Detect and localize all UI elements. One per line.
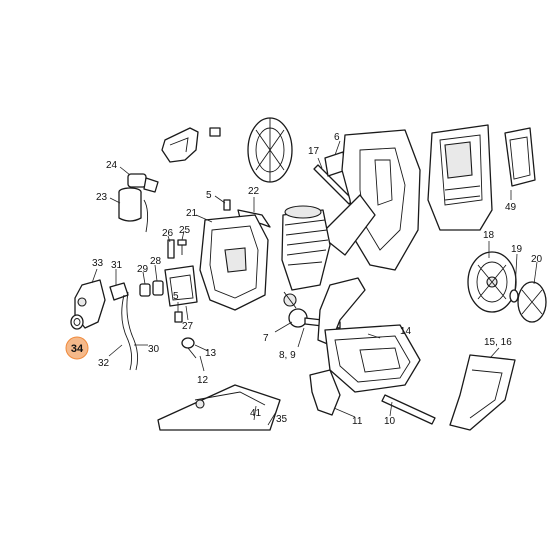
- callout-label[interactable]: 5: [173, 291, 179, 302]
- callout-label[interactable]: 19: [511, 244, 523, 255]
- highlight-circle: [65, 336, 89, 360]
- callout-label[interactable]: 7: [263, 333, 269, 344]
- callout-label[interactable]: 8, 9: [279, 350, 296, 361]
- part-plug-13: [181, 337, 197, 359]
- callout-label[interactable]: 23: [96, 192, 108, 203]
- part-screw-5-mid: [174, 311, 183, 323]
- highlight-label: 34: [71, 343, 84, 355]
- part-axle-10: [381, 394, 436, 425]
- part-housing-lower-41: [157, 384, 281, 431]
- part-motor-cover-21: [199, 214, 269, 311]
- callout-label[interactable]: 29: [137, 264, 149, 275]
- part-screw-top: [209, 127, 221, 137]
- callout-label[interactable]: 5: [206, 190, 212, 201]
- callout-label[interactable]: 6: [334, 132, 340, 143]
- callout-label[interactable]: 31: [111, 260, 123, 271]
- callout-label[interactable]: 22: [248, 186, 260, 197]
- part-handle-frame: [427, 124, 493, 231]
- callout-label[interactable]: 24: [106, 160, 118, 171]
- callout-label[interactable]: 13: [205, 348, 217, 359]
- part-leg-15-16: [449, 354, 516, 431]
- part-housing-frame-upper: [319, 129, 421, 271]
- leader-lines: [91, 140, 538, 426]
- part-tank-49: [504, 127, 536, 187]
- part-connector-31: [109, 282, 129, 301]
- callout-label[interactable]: 27: [182, 321, 194, 332]
- part-wheel-top: [247, 117, 293, 183]
- part-wheel-18: [467, 251, 517, 313]
- part-rod-17: [313, 164, 354, 205]
- part-motor: [281, 205, 331, 291]
- part-valve-33: [74, 279, 106, 329]
- part-washer-19: [509, 289, 519, 303]
- part-filter-23: [118, 187, 149, 233]
- callout-label[interactable]: 32: [98, 358, 110, 369]
- callout-label[interactable]: 12: [197, 375, 209, 386]
- callout-label[interactable]: 10: [384, 416, 396, 427]
- part-nozzle-29-28: [139, 280, 164, 297]
- callout-label[interactable]: 30: [148, 344, 160, 355]
- callout-label[interactable]: 41: [250, 408, 262, 419]
- callout-label[interactable]: 26: [162, 228, 174, 239]
- part-cover-27: [164, 265, 198, 307]
- callout-label[interactable]: 21: [186, 208, 198, 219]
- callout-label[interactable]: 25: [179, 225, 191, 236]
- callout-label[interactable]: 18: [483, 230, 495, 241]
- callout-label[interactable]: 11: [352, 416, 363, 427]
- callout-label[interactable]: 15, 16: [484, 337, 512, 348]
- callout-label[interactable]: 33: [92, 258, 104, 269]
- part-seal-34: [70, 314, 84, 330]
- callout-label[interactable]: 49: [505, 202, 517, 213]
- part-top-left-bracket: [161, 127, 199, 163]
- callout-label[interactable]: 35: [276, 414, 288, 425]
- part-cap-24: [127, 173, 159, 193]
- part-hose-32: [121, 291, 139, 371]
- part-screw-5-top: [223, 199, 231, 211]
- callout-label[interactable]: 14: [400, 326, 412, 337]
- highlighted-callout[interactable]: 34: [65, 336, 89, 360]
- callout-label[interactable]: 17: [308, 146, 320, 157]
- part-hubcap-20: [517, 281, 547, 323]
- callout-label[interactable]: 28: [150, 256, 162, 267]
- callout-label[interactable]: 20: [531, 254, 543, 265]
- callout-labels: 6 17 49 24 5 22 23 21 25 26 18 19 20 33 …: [92, 132, 543, 427]
- part-foot-11: [309, 369, 341, 416]
- part-small-screws-25-26: [167, 239, 187, 259]
